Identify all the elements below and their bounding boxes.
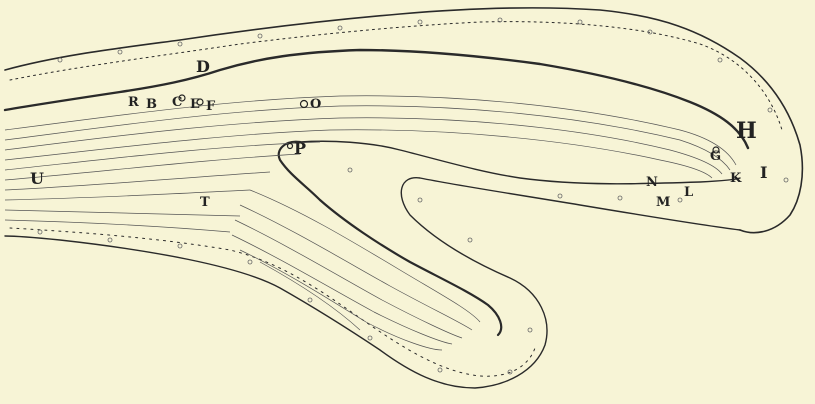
label-p: P bbox=[294, 139, 306, 158]
label-u: U bbox=[30, 169, 44, 188]
label-n: N bbox=[646, 175, 658, 190]
label-b: B bbox=[146, 97, 157, 112]
label-i: I bbox=[760, 163, 767, 182]
label-o: O bbox=[310, 97, 321, 112]
label-e: E bbox=[190, 97, 200, 112]
label-c: C bbox=[172, 95, 182, 110]
inner-membrane-upper bbox=[5, 50, 748, 148]
fiber-layers-lower bbox=[232, 190, 480, 350]
label-g: G bbox=[710, 149, 721, 164]
cell-texture bbox=[38, 18, 788, 374]
label-t: T bbox=[200, 195, 210, 210]
label-h: H bbox=[736, 118, 757, 144]
label-l: L bbox=[684, 185, 693, 200]
outer-tissue-outline bbox=[5, 8, 802, 388]
label-f: F bbox=[206, 99, 216, 114]
marker-circles bbox=[179, 95, 719, 153]
label-k: K bbox=[730, 171, 742, 186]
label-m: M bbox=[656, 195, 670, 210]
fiber-layers-upper bbox=[5, 96, 736, 232]
label-d: D bbox=[196, 57, 210, 76]
label-r: R bbox=[128, 95, 139, 110]
